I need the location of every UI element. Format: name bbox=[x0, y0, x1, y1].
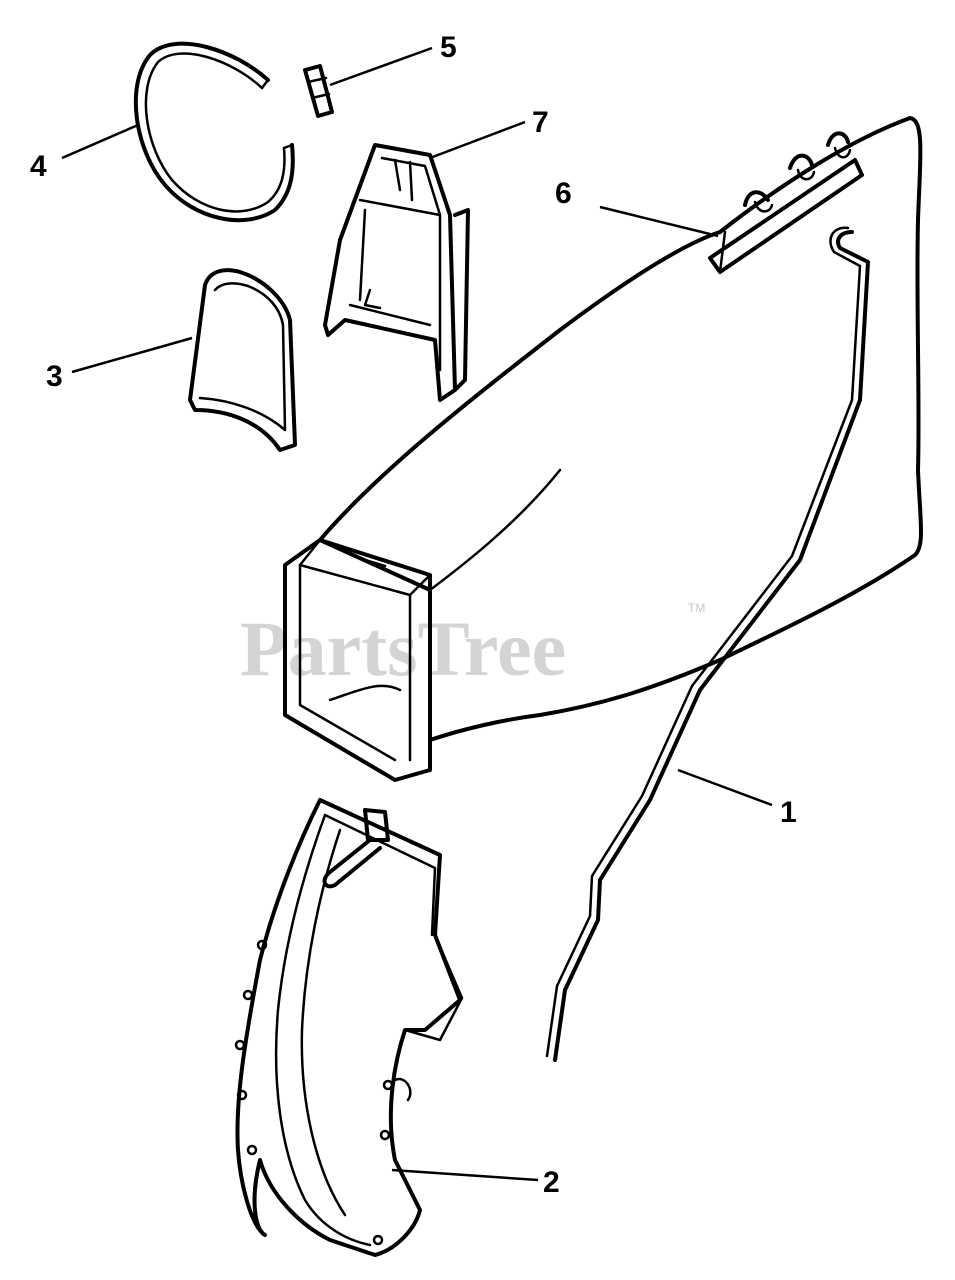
callout-3: 3 bbox=[46, 360, 63, 393]
leader-5 bbox=[329, 46, 433, 87]
leader-2 bbox=[391, 1168, 539, 1182]
part-1-bag-frame-rod bbox=[545, 226, 870, 1062]
leader-lines bbox=[61, 46, 773, 1182]
callout-7: 7 bbox=[532, 106, 549, 139]
part-5-clip bbox=[303, 64, 334, 118]
callout-5: 5 bbox=[440, 31, 457, 64]
part-3-chute-frame bbox=[188, 268, 297, 452]
watermark-text: PartsTree bbox=[240, 605, 566, 692]
leader-3 bbox=[71, 336, 193, 374]
callout-6: 6 bbox=[555, 177, 572, 210]
callout-1: 1 bbox=[780, 796, 797, 829]
leader-7 bbox=[429, 120, 526, 160]
watermark-trademark: TM bbox=[688, 601, 705, 615]
leader-6 bbox=[599, 205, 719, 238]
part-6-hinge-strip bbox=[743, 131, 852, 213]
part-2-discharge-chute bbox=[234, 798, 464, 1257]
part-7-bag-adapter-frame bbox=[323, 143, 470, 402]
leader-1 bbox=[677, 768, 773, 807]
part-4-retaining-ring bbox=[133, 41, 295, 223]
leader-4 bbox=[61, 123, 139, 160]
grass-bag bbox=[283, 116, 923, 782]
callout-4: 4 bbox=[30, 150, 47, 183]
callout-2: 2 bbox=[543, 1166, 560, 1199]
